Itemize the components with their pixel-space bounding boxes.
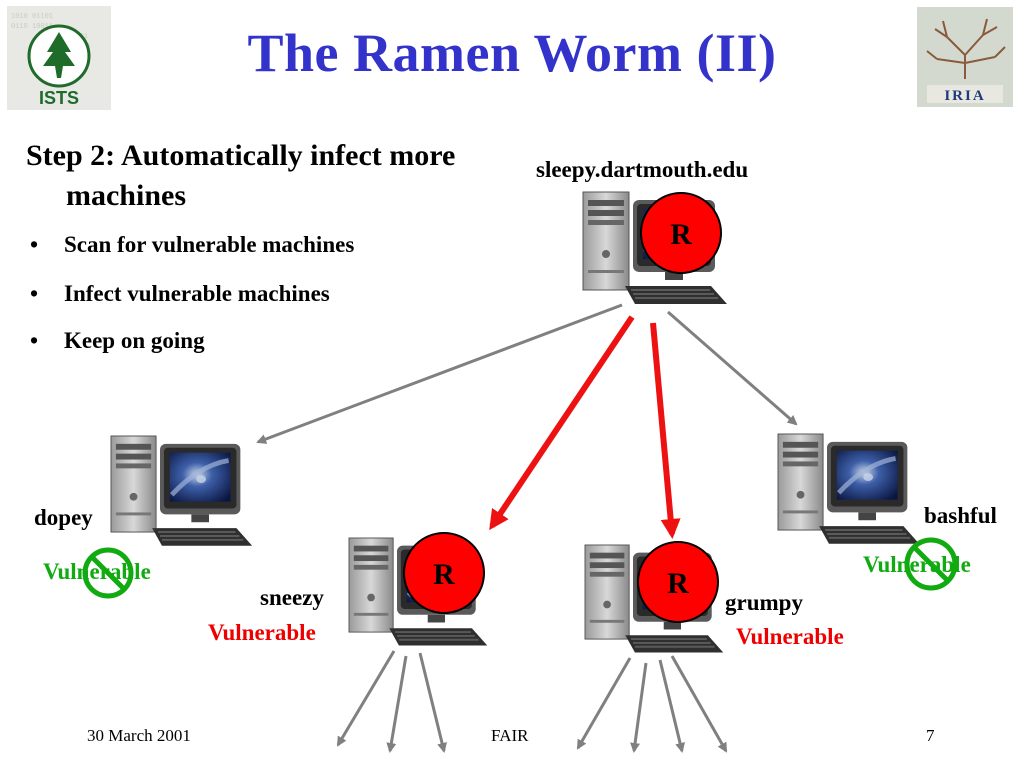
slide-title: The Ramen Worm (II) (247, 23, 777, 83)
infected-badge-grumpy: R (637, 541, 719, 623)
host-label-grumpy: grumpy (725, 590, 803, 615)
scan-arrows-from-sneezy (336, 650, 447, 753)
computer-bashful (778, 434, 919, 544)
bullet-marker: • (30, 281, 39, 306)
no-sign-icon-bashful (904, 537, 958, 591)
badge-letter: R (433, 558, 455, 591)
infect-arrow-to-grumpy (650, 322, 681, 539)
svg-text:1010 01101: 1010 01101 (11, 13, 53, 21)
scan-arrows-from-origin (256, 303, 798, 444)
status-grumpy: Vulnerable (736, 624, 844, 649)
scan-arrow (630, 662, 648, 753)
ists-logo-text: ISTS (39, 88, 79, 108)
bullet-item: • Infect vulnerable machines (30, 281, 330, 307)
bullet-item: • Keep on going (30, 328, 205, 354)
bullet-marker: • (30, 328, 39, 353)
iria-logo-text: IRIA (944, 88, 985, 104)
bullet-text: Keep on going (64, 328, 205, 353)
footer-date: 30 March 2001 (87, 726, 191, 745)
host-label-dopey: dopey (34, 505, 93, 530)
host-label-sneezy: sneezy (260, 585, 324, 610)
no-sign-icon-dopey (82, 547, 134, 599)
status-sneezy: Vulnerable (208, 620, 316, 645)
svg-text:0110 10011: 0110 10011 (11, 23, 53, 31)
scan-arrow (670, 655, 728, 753)
step-heading: Step 2: Automatically infect more machin… (26, 139, 456, 212)
scan-arrow (386, 655, 408, 753)
scan-arrow (418, 652, 447, 753)
iria-logo: IRIA (917, 7, 1013, 107)
infected-badge-sneezy: R (403, 532, 485, 614)
scan-arrow (658, 659, 685, 753)
scan-arrow-to-dopey (256, 303, 623, 444)
scan-arrow (336, 650, 396, 747)
badge-letter: R (670, 218, 692, 251)
scan-arrows-from-grumpy (576, 655, 728, 753)
infect-arrow-to-sneezy (489, 315, 635, 531)
bullet-text: Infect vulnerable machines (64, 281, 330, 306)
computer-dopey (111, 436, 252, 546)
badge-letter: R (667, 567, 689, 600)
scan-arrow-to-bashful (667, 310, 798, 426)
host-label-sleepy: sleepy.dartmouth.edu (536, 157, 749, 182)
bullet-text: Scan for vulnerable machines (64, 232, 355, 257)
bullet-item: • Scan for vulnerable machines (30, 232, 354, 258)
bullet-marker: • (30, 232, 39, 257)
infected-badge-sleepy: R (640, 192, 722, 274)
footer-page-number: 7 (926, 726, 935, 745)
infection-arrows (489, 315, 681, 539)
scan-arrow (576, 657, 632, 750)
host-label-bashful: bashful (924, 503, 997, 528)
footer-center: FAIR (491, 726, 529, 745)
